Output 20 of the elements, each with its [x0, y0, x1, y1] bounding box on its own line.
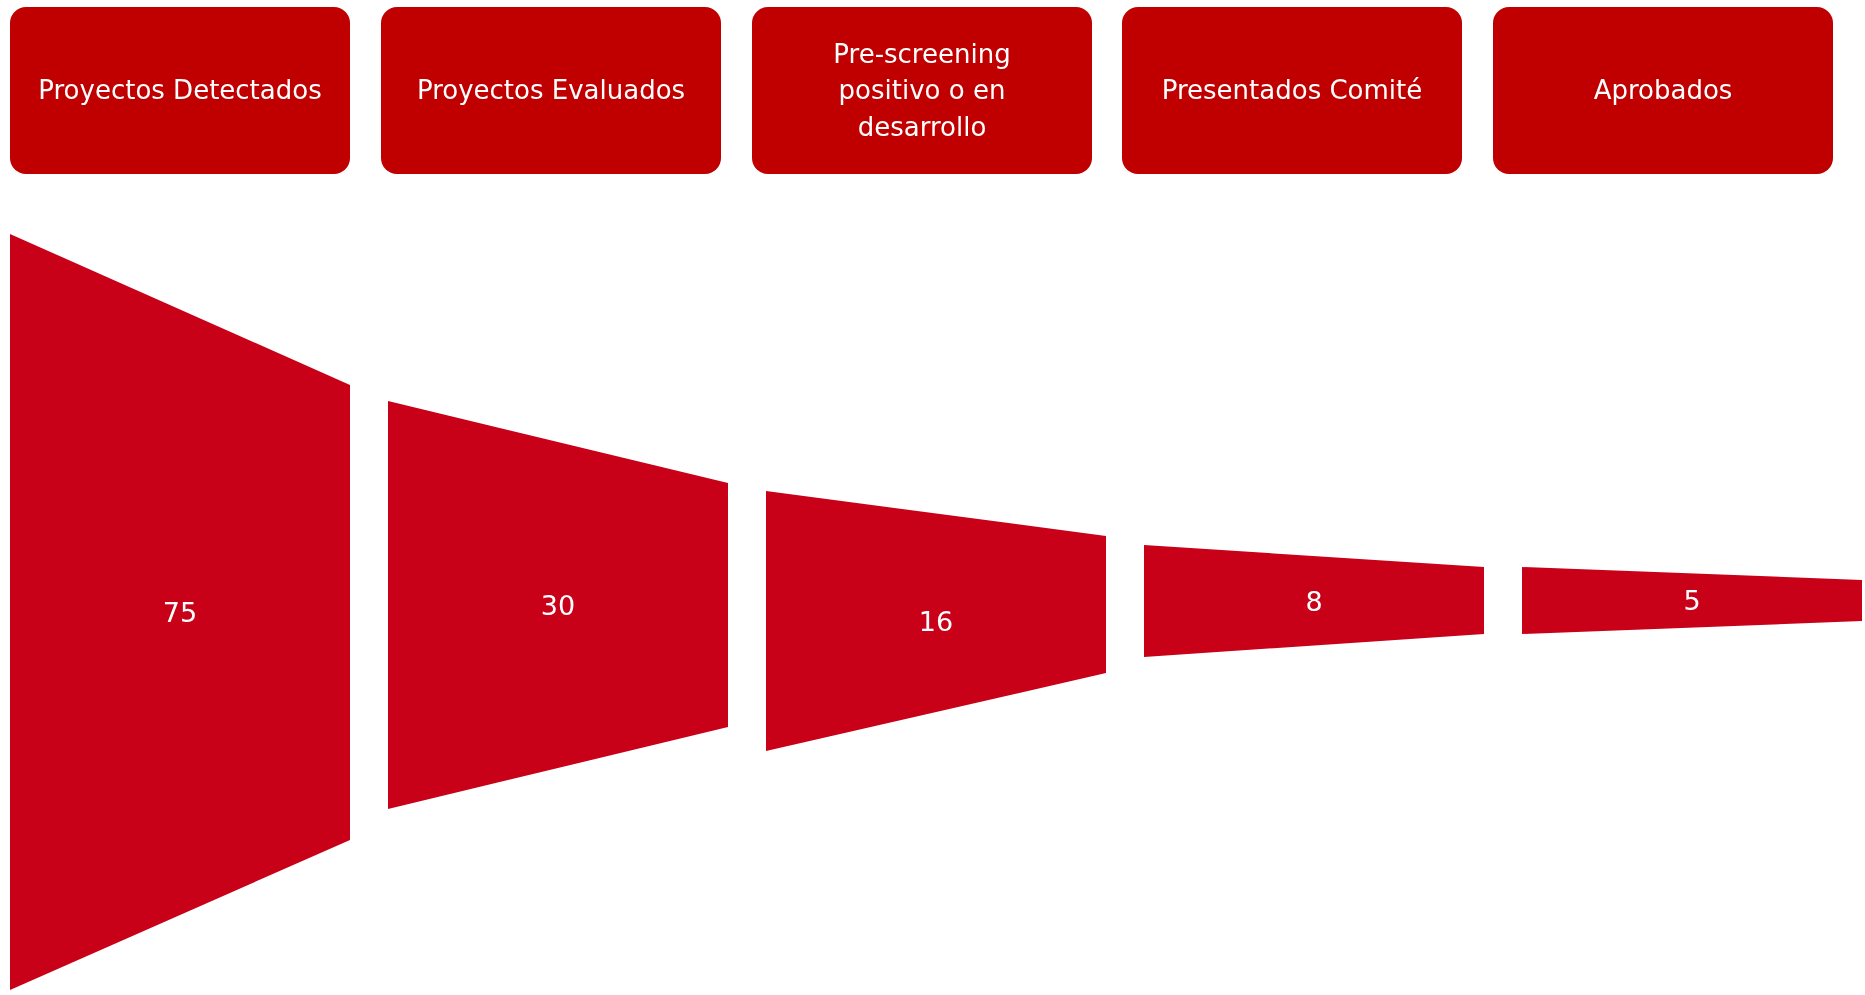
funnel-segment [1144, 545, 1484, 657]
stage-header [1493, 7, 1833, 174]
stage-header [381, 7, 721, 174]
stage-label: Presentados Comité [1161, 74, 1423, 108]
stage-count: 75 [162, 596, 198, 628]
funnel-segment [388, 401, 728, 809]
stage-count: 5 [1683, 585, 1701, 616]
stage-label: Pre-screening positivo o en desarrollo [832, 37, 1012, 144]
stage-header [1122, 7, 1462, 174]
stage-count: 30 [540, 589, 576, 621]
stage-header [10, 7, 350, 174]
stage-label: Aprobados [1593, 74, 1733, 108]
stage-count: 16 [918, 605, 954, 637]
funnel-segment [766, 491, 1106, 751]
stage-header [752, 7, 1092, 174]
stage-label: Proyectos Detectados [38, 74, 322, 108]
stage-count: 8 [1305, 585, 1323, 617]
stage-label: Proyectos Evaluados [416, 74, 686, 108]
funnel-segment [10, 234, 350, 990]
funnel-segment [1522, 567, 1862, 634]
